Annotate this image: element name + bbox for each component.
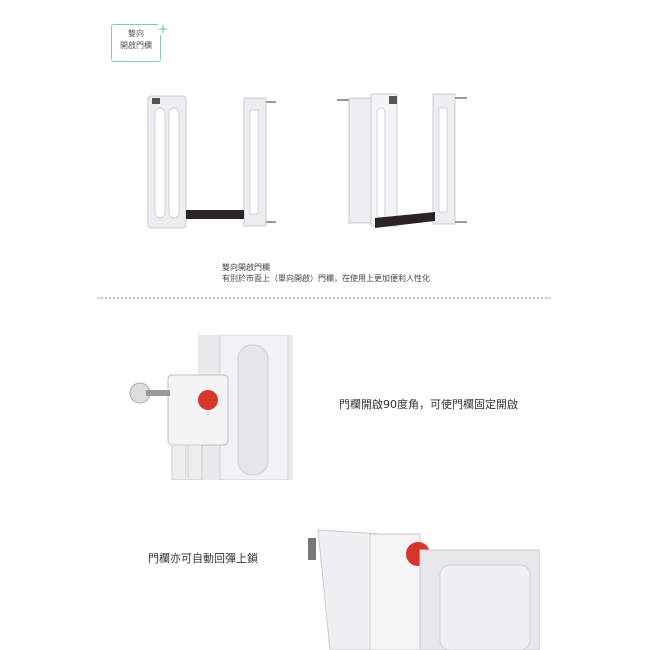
- tag-line-1: 雙向: [128, 29, 144, 38]
- feature-tag: 雙向 開啟門欄 +: [111, 23, 168, 62]
- hinge-closeup-image: [129, 335, 293, 480]
- caption-description: 有別於市面上（單向開啟）門欄，在使用上更加便利人性化: [222, 274, 430, 283]
- tag-line-2: 開啟門欄: [120, 41, 152, 50]
- plus-icon: +: [157, 22, 168, 36]
- auto-lock-closeup-image: [308, 529, 540, 650]
- feature-auto-lock-text: 門欄亦可自動回彈上鎖: [148, 552, 258, 565]
- gate-caption: 雙向開啟門欄 有別於市面上（單向開啟）門欄，在使用上更加便利人性化: [222, 262, 430, 284]
- feature-90-degree-text: 門欄開啟90度角，可使門欄固定開啟: [339, 398, 518, 411]
- gate-open-image: [337, 93, 467, 228]
- dotted-divider: [98, 297, 550, 299]
- caption-title: 雙向開啟門欄: [222, 263, 270, 272]
- gate-closed-image: [147, 95, 276, 229]
